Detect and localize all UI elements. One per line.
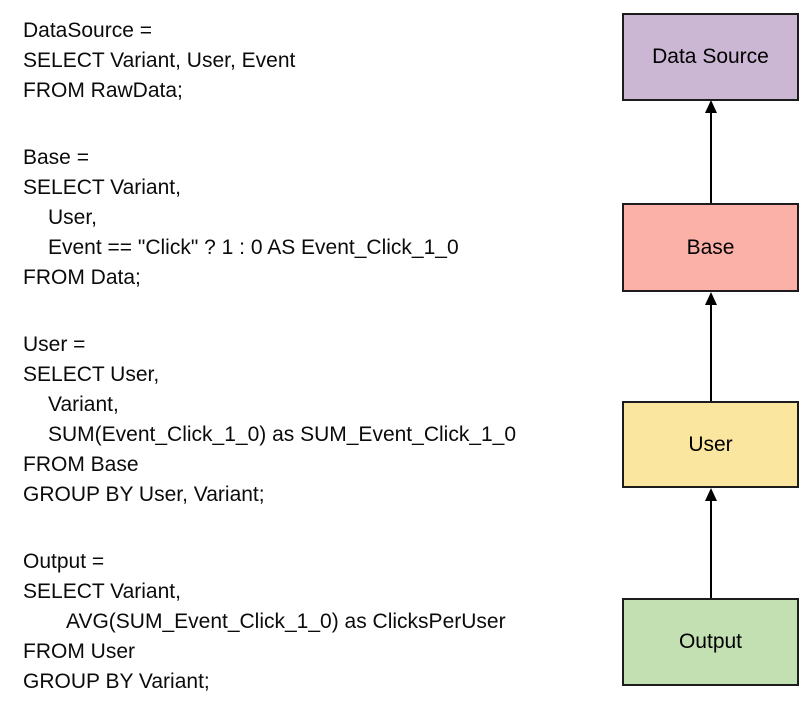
code-line: FROM Data; [23, 266, 141, 289]
code-line: AVG(SUM_Event_Click_1_0) as ClicksPerUse… [66, 610, 506, 633]
arrowhead-up-icon [704, 292, 717, 305]
code-block-output: Output = SELECT Variant, AVG(SUM_Event_C… [23, 547, 516, 697]
code-line: Variant, [48, 393, 119, 416]
code-line: SELECT Variant, [23, 580, 181, 603]
code-line: Event == "Click" ? 1 : 0 AS Event_Click_… [48, 236, 459, 259]
code-line: GROUP BY User, Variant; [23, 483, 265, 506]
arrow-user-to-base [703, 292, 718, 401]
node-base: Base [622, 203, 799, 292]
code-line: SELECT Variant, [23, 176, 181, 199]
code-line: DataSource = [23, 19, 152, 42]
code-line: User, [48, 206, 98, 229]
node-output: Output [622, 598, 799, 686]
code-line: GROUP BY Variant; [23, 670, 210, 693]
code-line: User = [23, 333, 86, 356]
arrowhead-up-icon [704, 100, 717, 113]
code-line: Base = [23, 146, 89, 169]
code-line: FROM RawData; [23, 79, 183, 102]
arrow-shaft [709, 305, 712, 401]
code-line: FROM Base [23, 453, 139, 476]
node-user: User [622, 401, 799, 488]
code-block-user: User = SELECT User, Variant, SUM(Event_C… [23, 330, 516, 510]
code-line: SELECT User, [23, 363, 160, 386]
node-label: User [688, 432, 733, 456]
node-label: Base [686, 235, 735, 259]
arrow-output-to-user [703, 488, 718, 598]
node-data-source: Data Source [622, 13, 799, 101]
code-block-datasource: DataSource = SELECT Variant, User, Event… [23, 16, 516, 106]
arrow-base-to-datasource [703, 100, 718, 203]
arrow-shaft [709, 113, 712, 203]
code-line: FROM User [23, 640, 135, 663]
node-label: Data Source [652, 45, 769, 68]
code-column: DataSource = SELECT Variant, User, Event… [23, 16, 516, 728]
node-label: Output [678, 630, 743, 653]
code-line: SUM(Event_Click_1_0) as SUM_Event_Click_… [48, 423, 517, 446]
code-block-base: Base = SELECT Variant, User, Event == "C… [23, 143, 516, 293]
code-line: Output = [23, 550, 105, 573]
code-line: SELECT Variant, User, Event [23, 49, 296, 72]
arrowhead-up-icon [704, 488, 717, 501]
arrow-shaft [709, 501, 712, 598]
